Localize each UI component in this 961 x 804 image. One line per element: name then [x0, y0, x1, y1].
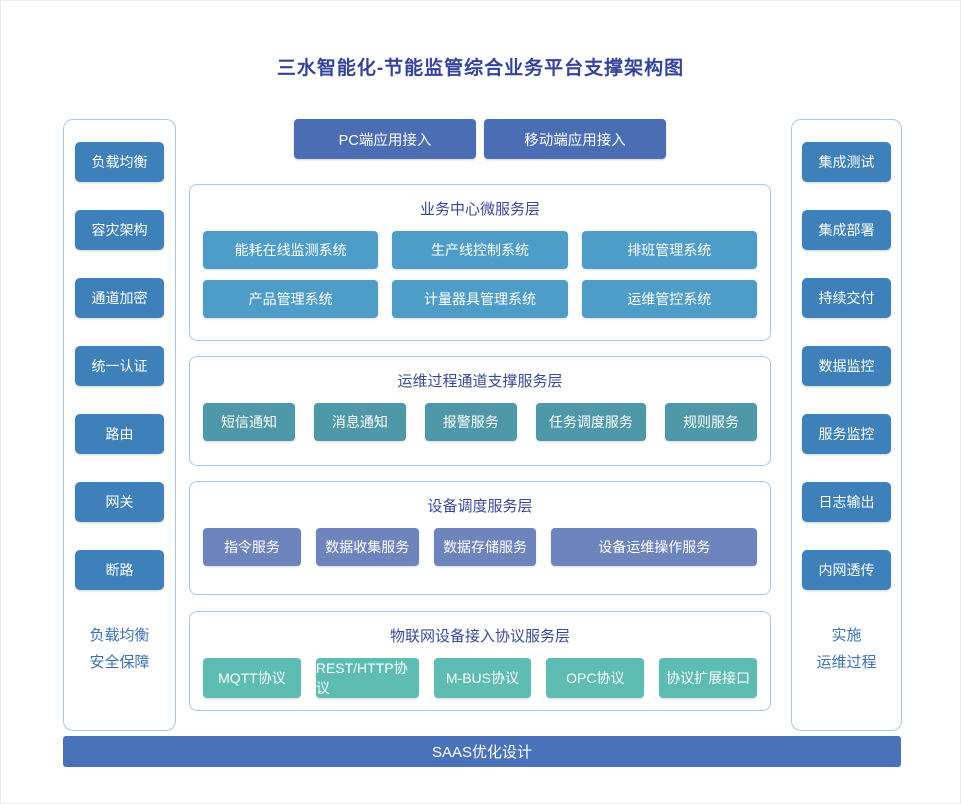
- right-sidebar-box-intranet-passthrough: 内网透传: [802, 550, 891, 590]
- box-production-line-control-system: 生产线控制系统: [392, 231, 568, 269]
- iot-protocol-layer: 物联网设备接入协议服务层 MQTT协议 REST/HTTP协议 M-BUS协议 …: [189, 611, 771, 711]
- box-metering-instrument-system: 计量器具管理系统: [392, 280, 568, 318]
- right-sidebar-caption-line1: 实施: [831, 627, 862, 644]
- left-sidebar-box-disaster-recovery: 容灾架构: [75, 210, 164, 250]
- left-sidebar-caption-line2: 安全保障: [89, 654, 150, 671]
- box-sms-notify: 短信通知: [203, 403, 295, 441]
- right-sidebar-box-data-monitoring: 数据监控: [802, 346, 891, 386]
- pc-access-box: PC端应用接入: [294, 119, 476, 159]
- iot-layer-title: 物联网设备接入协议服务层: [389, 628, 570, 645]
- left-sidebar-box-unified-auth: 统一认证: [75, 346, 164, 386]
- saas-footer-bar: SAAS优化设计: [63, 736, 901, 767]
- box-message-notify: 消息通知: [313, 403, 406, 441]
- device-scheduling-layer: 设备调度服务层 指令服务 数据收集服务 数据存储服务 设备运维操作服务: [189, 481, 771, 595]
- device-layer-row: 指令服务 数据收集服务 数据存储服务 设备运维操作服务: [190, 516, 770, 566]
- channel-support-layer: 运维过程通道支撑服务层 短信通知 消息通知 报警服务 任务调度服务 规则服务: [189, 356, 771, 466]
- business-microservice-layer: 业务中心微服务层 能耗在线监测系统 生产线控制系统 排班管理系统 产品管理系统 …: [189, 184, 771, 341]
- box-data-collection-service: 数据收集服务: [315, 528, 419, 566]
- business-layer-grid: 能耗在线监测系统 生产线控制系统 排班管理系统 产品管理系统 计量器具管理系统 …: [190, 219, 770, 318]
- left-sidebar-box-channel-encryption: 通道加密: [75, 278, 164, 318]
- left-sidebar-caption-line1: 负载均衡: [89, 627, 150, 644]
- right-sidebar-box-log-output: 日志输出: [802, 482, 891, 522]
- left-sidebar-caption: 负载均衡 安全保障: [89, 622, 149, 676]
- box-rest-http-protocol: REST/HTTP协议: [315, 658, 419, 698]
- right-sidebar-box-service-monitoring: 服务监控: [802, 414, 891, 454]
- right-sidebar-box-integration-deploy: 集成部署: [802, 210, 891, 250]
- box-opc-protocol: OPC协议: [546, 658, 645, 698]
- page-title: 三水智能化-节能监管综合业务平台支撑架构图: [276, 58, 685, 79]
- right-sidebar-box-continuous-delivery: 持续交付: [802, 278, 891, 318]
- access-layer-row: PC端应用接入 移动端应用接入: [189, 119, 771, 159]
- box-ops-control-system: 运维管控系统: [581, 280, 757, 318]
- box-data-storage-service: 数据存储服务: [433, 528, 537, 566]
- box-device-ops-service: 设备运维操作服务: [551, 528, 758, 566]
- channel-layer-row: 短信通知 消息通知 报警服务 任务调度服务 规则服务: [190, 391, 770, 441]
- right-sidebar-caption-line2: 运维过程: [816, 654, 877, 671]
- box-command-service: 指令服务: [203, 528, 301, 566]
- box-shift-management-system: 排班管理系统: [581, 231, 757, 269]
- box-task-scheduling-service: 任务调度服务: [535, 403, 647, 441]
- left-sidebar-box-load-balance: 负载均衡: [75, 142, 164, 182]
- box-product-management-system: 产品管理系统: [203, 280, 379, 318]
- box-energy-monitoring-system: 能耗在线监测系统: [203, 231, 379, 269]
- box-alarm-service: 报警服务: [424, 403, 517, 441]
- right-sidebar-panel: 集成测试 集成部署 持续交付 数据监控 服务监控 日志输出 内网透传 实施 运维…: [791, 119, 902, 731]
- mobile-access-box: 移动端应用接入: [484, 119, 666, 159]
- left-sidebar-box-circuit-break: 断路: [75, 550, 164, 590]
- left-sidebar-box-routing: 路由: [75, 414, 164, 454]
- box-protocol-extension: 协议扩展接口: [659, 658, 758, 698]
- box-rule-service: 规则服务: [665, 403, 757, 441]
- left-sidebar-box-gateway: 网关: [75, 482, 164, 522]
- box-mbus-protocol: M-BUS协议: [433, 658, 532, 698]
- left-sidebar-panel: 负载均衡 容灾架构 通道加密 统一认证 路由 网关 断路 负载均衡 安全保障: [63, 119, 176, 731]
- box-mqtt-protocol: MQTT协议: [203, 658, 301, 698]
- right-sidebar-box-integration-test: 集成测试: [802, 142, 891, 182]
- right-sidebar-caption: 实施 运维过程: [816, 622, 876, 676]
- business-layer-title: 业务中心微服务层: [419, 201, 540, 218]
- device-layer-title: 设备调度服务层: [427, 498, 533, 515]
- iot-layer-row: MQTT协议 REST/HTTP协议 M-BUS协议 OPC协议 协议扩展接口: [190, 646, 770, 698]
- channel-layer-title: 运维过程通道支撑服务层: [397, 373, 563, 390]
